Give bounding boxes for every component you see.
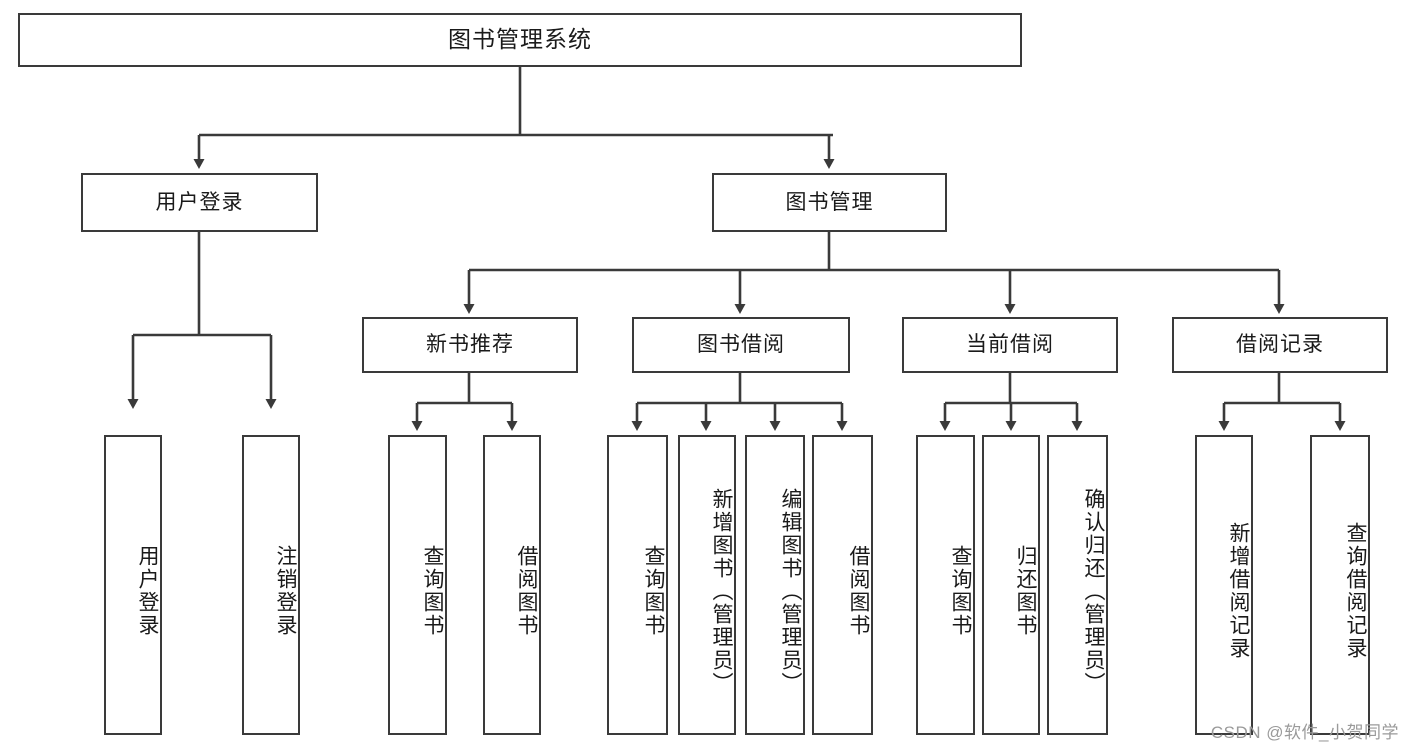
node-borrow-record[interactable]: 借阅记录 — [1172, 317, 1388, 373]
leaf-label: 归还图书 — [1014, 545, 1037, 637]
leaf-query-book-new-rec[interactable]: 查询图书 — [388, 435, 447, 735]
leaf-label: 注销登录 — [274, 545, 297, 637]
leaf-label: 确认归还（管理员） — [1082, 487, 1105, 695]
leaf-return-book[interactable]: 归还图书 — [982, 435, 1040, 735]
node-new-book-recommend[interactable]: 新书推荐 — [362, 317, 578, 373]
leaf-user-login[interactable]: 用户登录 — [104, 435, 162, 735]
leaf-add-borrow-record[interactable]: 新增借阅记录 — [1195, 435, 1253, 735]
leaf-borrow-book-new-rec[interactable]: 借阅图书 — [483, 435, 541, 735]
leaf-query-borrow-record[interactable]: 查询借阅记录 — [1310, 435, 1370, 735]
leaf-label: 用户登录 — [136, 545, 159, 637]
leaf-label: 查询图书 — [421, 545, 444, 637]
leaf-borrow-book-borrow[interactable]: 借阅图书 — [812, 435, 873, 735]
node-user-login[interactable]: 用户登录 — [81, 173, 318, 232]
leaf-logout[interactable]: 注销登录 — [242, 435, 300, 735]
leaf-label: 查询借阅记录 — [1344, 522, 1367, 660]
leaf-label: 借阅图书 — [515, 545, 538, 637]
node-current-borrow[interactable]: 当前借阅 — [902, 317, 1118, 373]
node-book-borrow[interactable]: 图书借阅 — [632, 317, 850, 373]
leaf-add-book-admin[interactable]: 新增图书（管理员） — [678, 435, 736, 735]
leaf-label: 新增图书（管理员） — [710, 487, 733, 695]
leaf-label: 借阅图书 — [847, 545, 870, 637]
leaf-confirm-return-admin[interactable]: 确认归还（管理员） — [1047, 435, 1108, 735]
leaf-label: 查询图书 — [642, 545, 665, 637]
leaf-query-book-borrow[interactable]: 查询图书 — [607, 435, 668, 735]
leaf-label: 查询图书 — [949, 545, 972, 637]
watermark-text: CSDN @软件_小贺同学 — [1210, 723, 1399, 742]
node-root-system[interactable]: 图书管理系统 — [18, 13, 1022, 67]
leaf-label: 新增借阅记录 — [1227, 522, 1250, 660]
node-book-manage[interactable]: 图书管理 — [712, 173, 947, 232]
leaf-label: 编辑图书（管理员） — [779, 487, 802, 695]
leaf-edit-book-admin[interactable]: 编辑图书（管理员） — [745, 435, 805, 735]
leaf-query-book-current[interactable]: 查询图书 — [916, 435, 975, 735]
